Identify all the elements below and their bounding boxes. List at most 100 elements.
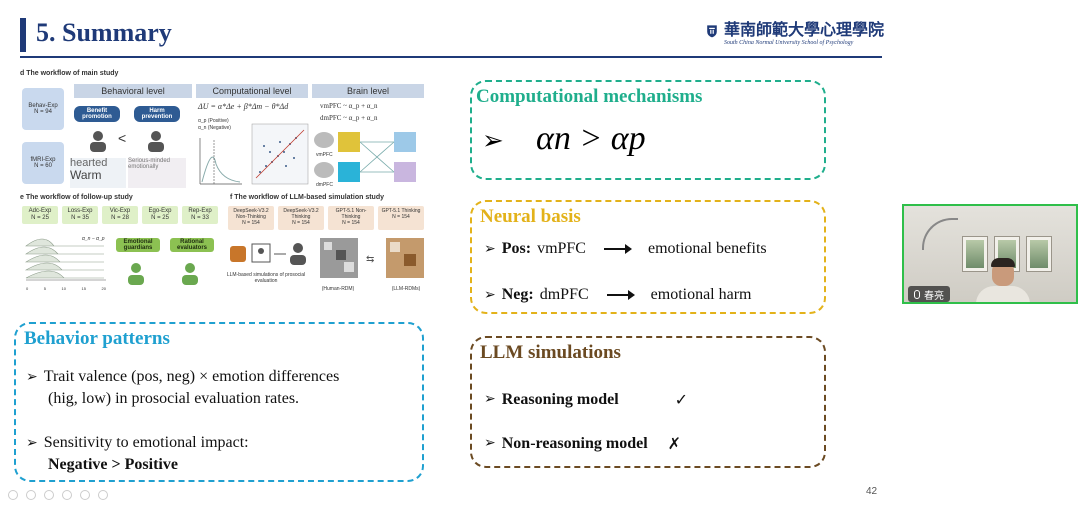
slide-title: 5. Summary — [36, 18, 172, 47]
non-reasoning-row: ➢ Non-reasoning model ✗ — [484, 434, 681, 453]
behavior-bullet-1: ➢ Trait valence (pos, neg) × emotion dif… — [26, 368, 339, 386]
computational-title: Computational mechanisms — [476, 86, 703, 107]
participant-hair — [991, 258, 1015, 267]
triangle-bullet-icon: ➢ — [484, 241, 496, 257]
ridgeline-plot — [24, 238, 106, 281]
triangle-bullet-icon: ➢ — [482, 126, 504, 155]
non-reasoning-label: Non-reasoning model — [501, 434, 648, 452]
exp-n: N = 35 — [71, 215, 89, 221]
logo-english-name: South China Normal University School of … — [723, 40, 854, 46]
exp-box-ego: Ego-Exp N = 25 — [142, 206, 178, 224]
llm-box-deepseek-thinking: DeepSeek-V3.2 Thinking N = 154 — [278, 206, 324, 230]
llm-name: DeepSeek-V3.2 Thinking — [283, 208, 319, 220]
workflow-figure: d The workflow of main study Behavioral … — [20, 66, 440, 306]
alpha-formula: αn > αp — [536, 120, 646, 157]
exp-name: Rep-Exp — [188, 208, 212, 214]
logo-chinese-name: 華南師範大學心理學院 — [723, 20, 884, 39]
rdm-matrices: ⇆ — [320, 238, 424, 278]
next-slide-icon[interactable] — [26, 490, 36, 500]
xtick: 0 — [26, 286, 29, 291]
triangle-bullet-icon: ➢ — [484, 392, 496, 407]
robot-to-human-icons — [230, 243, 306, 265]
check-icon: ✓ — [674, 390, 689, 409]
search-icon[interactable] — [62, 490, 72, 500]
exp-name: Vic-Exp — [109, 208, 131, 214]
reasoning-label: Reasoning model — [501, 390, 619, 408]
participant-video-tile[interactable]: 春亮 — [902, 204, 1078, 304]
xtick: 20 — [101, 286, 106, 291]
pos-region: vmPFC — [537, 240, 586, 257]
xtick: 10 — [61, 286, 66, 291]
an-minus-ap-label: α_n − α_p — [82, 236, 105, 242]
llm-box-deepseek-nonthinking: DeepSeek-V3.2 Non-Thinking N = 154 — [228, 206, 274, 230]
word-cloud-word1: hearted — [70, 157, 108, 169]
microphone-icon — [914, 289, 920, 299]
word-cloud-left: hearted Warm — [70, 158, 126, 188]
neural-pos-row: ➢ Pos: vmPFC emotional benefits — [484, 240, 767, 258]
logo-text: 華南師範大學心理學院 South China Normal University… — [724, 16, 884, 46]
emotional-guardians-label: Emotional guardians — [116, 238, 160, 252]
alpha-positive: α_p (Positive) — [198, 118, 229, 124]
exp-n: N = 25 — [151, 215, 169, 221]
human-rdm-caption: (Human-RDM) — [321, 286, 355, 292]
panel-d-label: d The workflow of main study — [20, 70, 119, 77]
neg-effect: emotional harm — [650, 286, 752, 303]
utility-formula: ΔU = α*Δe + β*Δm − θ*Δd — [198, 102, 289, 111]
brain-connectivity-diagram — [314, 132, 416, 182]
emblem-icon — [707, 25, 717, 38]
exp-n: N = 25 — [31, 215, 49, 221]
triangle-bullet-icon: ➢ — [26, 435, 38, 451]
triangle-bullet-icon: ➢ — [484, 287, 496, 303]
neural-basis-box: Neural basis ➢ Pos: vmPFC emotional bene… — [470, 200, 826, 314]
exp-name: Loss-Exp — [67, 208, 93, 214]
fmri-exp-box: fMRI-Exp N = 60 — [22, 142, 64, 184]
vmpfc-label: vmPFC — [316, 152, 333, 158]
behavior-title: Behavior patterns — [24, 328, 170, 349]
llm-name: GPT-5.1 Non-Thinking — [335, 208, 367, 220]
behavior-bullet-2: ➢ Sensitivity to emotional impact: — [26, 434, 249, 452]
participant-name-tag: 春亮 — [908, 286, 950, 302]
behavior-bullet-2-line-2: Negative > Positive — [48, 456, 178, 473]
rational-evaluators-label: Rational evaluators — [170, 238, 214, 252]
group-person-icons — [128, 263, 198, 285]
prev-slide-icon[interactable] — [8, 490, 18, 500]
fmri-exp-n: N = 60 — [34, 163, 52, 169]
neural-neg-row: ➢ Neg: dmPFC emotional harm — [484, 286, 752, 304]
person-icons — [90, 131, 164, 152]
behavior-bullet-1-line-1: Trait valence (pos, neg) × emotion diffe… — [43, 368, 340, 385]
computational-mechanisms-box: Computational mechanisms ➢ αn > αp — [470, 80, 826, 180]
panel-f-label: f The workflow of LLM-based simulation s… — [230, 194, 385, 201]
llm-n: N = 154 — [392, 214, 410, 220]
xtick: 15 — [81, 286, 86, 291]
llm-simulations-box: LLM simulations ➢ Reasoning model ✓ ➢ No… — [470, 336, 826, 468]
llm-box-gpt-nonthinking: GPT-5.1 Non-Thinking N = 154 — [328, 206, 374, 230]
llm-n: N = 154 — [292, 220, 310, 226]
fmri-exp-name: fMRI-Exp — [30, 157, 56, 163]
pos-effect: emotional benefits — [647, 240, 767, 257]
exp-name: Ego-Exp — [148, 208, 172, 214]
more-icon[interactable] — [98, 490, 108, 500]
reasoning-row: ➢ Reasoning model ✓ — [484, 390, 688, 409]
camera-icon[interactable] — [80, 490, 90, 500]
col-brain-header: Brain level — [312, 84, 424, 98]
page-number: 42 — [866, 486, 878, 497]
distribution-plot — [199, 138, 242, 185]
word-cloud-word2: Warm — [70, 168, 102, 182]
ridgeline-xticks: 0 5 10 15 20 — [26, 286, 106, 291]
title-accent-bar — [20, 18, 26, 52]
word-cloud-right: Serious-minded emotionally — [128, 158, 186, 188]
neg-label: Neg: — [501, 286, 534, 303]
svg-text:⇆: ⇆ — [366, 254, 374, 265]
slideshow-toolbar[interactable] — [8, 490, 108, 500]
col-computational-header: Computational level — [196, 84, 308, 98]
behav-exp-name: Behav-Exp — [28, 103, 58, 109]
presentation-slide: 5. Summary 華南師範大學心理學院 South China Normal… — [8, 10, 884, 500]
triangle-bullet-icon: ➢ — [26, 369, 38, 385]
llm-rdm-caption: (LLM-RDMs) — [391, 286, 421, 292]
llm-n: N = 154 — [342, 220, 360, 226]
university-logo: 華南師範大學心理學院 South China Normal University… — [706, 10, 884, 52]
pen-icon[interactable] — [44, 490, 54, 500]
exp-box-adc: Adc-Exp N = 25 — [22, 206, 58, 224]
alpha-negative: α_n (Negative) — [198, 125, 231, 131]
triangle-bullet-icon: ➢ — [484, 436, 496, 451]
